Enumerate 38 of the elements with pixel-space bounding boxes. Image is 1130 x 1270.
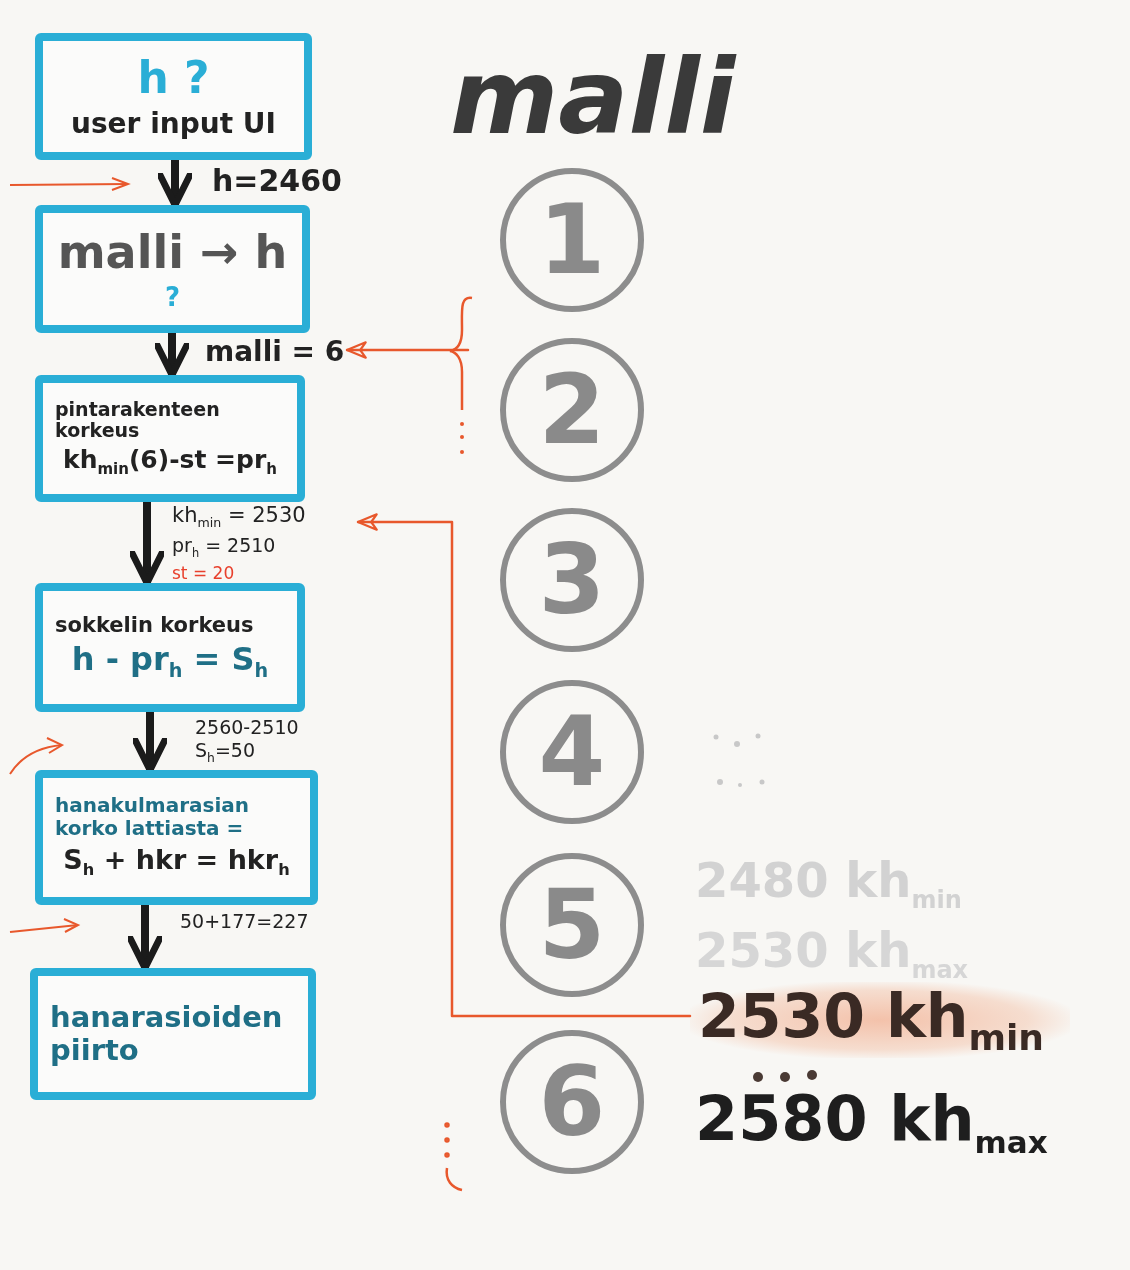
formula-text: ? <box>163 282 182 313</box>
number-circle <box>500 680 644 824</box>
process-box <box>35 375 305 502</box>
process-box <box>30 968 316 1100</box>
process-box <box>35 583 305 712</box>
circle-number: 4 <box>538 696 606 808</box>
process-box <box>35 770 318 905</box>
arrow <box>356 513 692 1018</box>
circle-number: 1 <box>538 184 606 296</box>
number-circle <box>500 853 644 997</box>
formula-text: S$_{h}$ + hkr = hkr$_{h}$ <box>62 844 291 881</box>
box-heading: malli → h <box>56 225 289 279</box>
process-box <box>35 33 312 160</box>
arrow <box>345 341 470 359</box>
box-heading: h ? <box>136 53 211 104</box>
value-line: pr$_{h}$ = 2510 <box>172 534 277 560</box>
circle-number: 2 <box>538 354 606 466</box>
number-circle <box>500 1030 644 1174</box>
box-heading: sokkelin korkeus <box>55 612 255 637</box>
number-circle <box>500 168 644 312</box>
value-line: malli = 6 <box>205 335 346 369</box>
formula-text: kh$_{min}$(6)-st =pr$_{h}$ <box>62 446 278 479</box>
formula-text: h - pr$_{h}$ = S$_{h}$ <box>70 640 270 683</box>
circle-number: 6 <box>538 1046 606 1158</box>
value-label: 2580 kh$_{max}$ <box>695 1082 1048 1161</box>
value-line: st = 20 <box>172 563 236 584</box>
circle-number: 5 <box>538 869 606 981</box>
value-line: kh$_{min}$ = 2530 <box>172 502 307 531</box>
highlighted-value-text: 2530 kh$_{min}$ <box>698 981 1045 1059</box>
formula-text: user input UI <box>70 107 277 140</box>
number-circle <box>500 338 644 482</box>
title: malli <box>450 40 736 155</box>
box-heading: hanarasioiden piirto <box>50 1000 284 1068</box>
box-heading: hanakulmarasian korko lattiasta = <box>55 794 251 841</box>
box-heading: pintarakenteen korkeus <box>55 398 221 443</box>
circle-number: 3 <box>538 524 606 636</box>
process-box <box>35 205 310 333</box>
number-circle <box>500 508 644 652</box>
